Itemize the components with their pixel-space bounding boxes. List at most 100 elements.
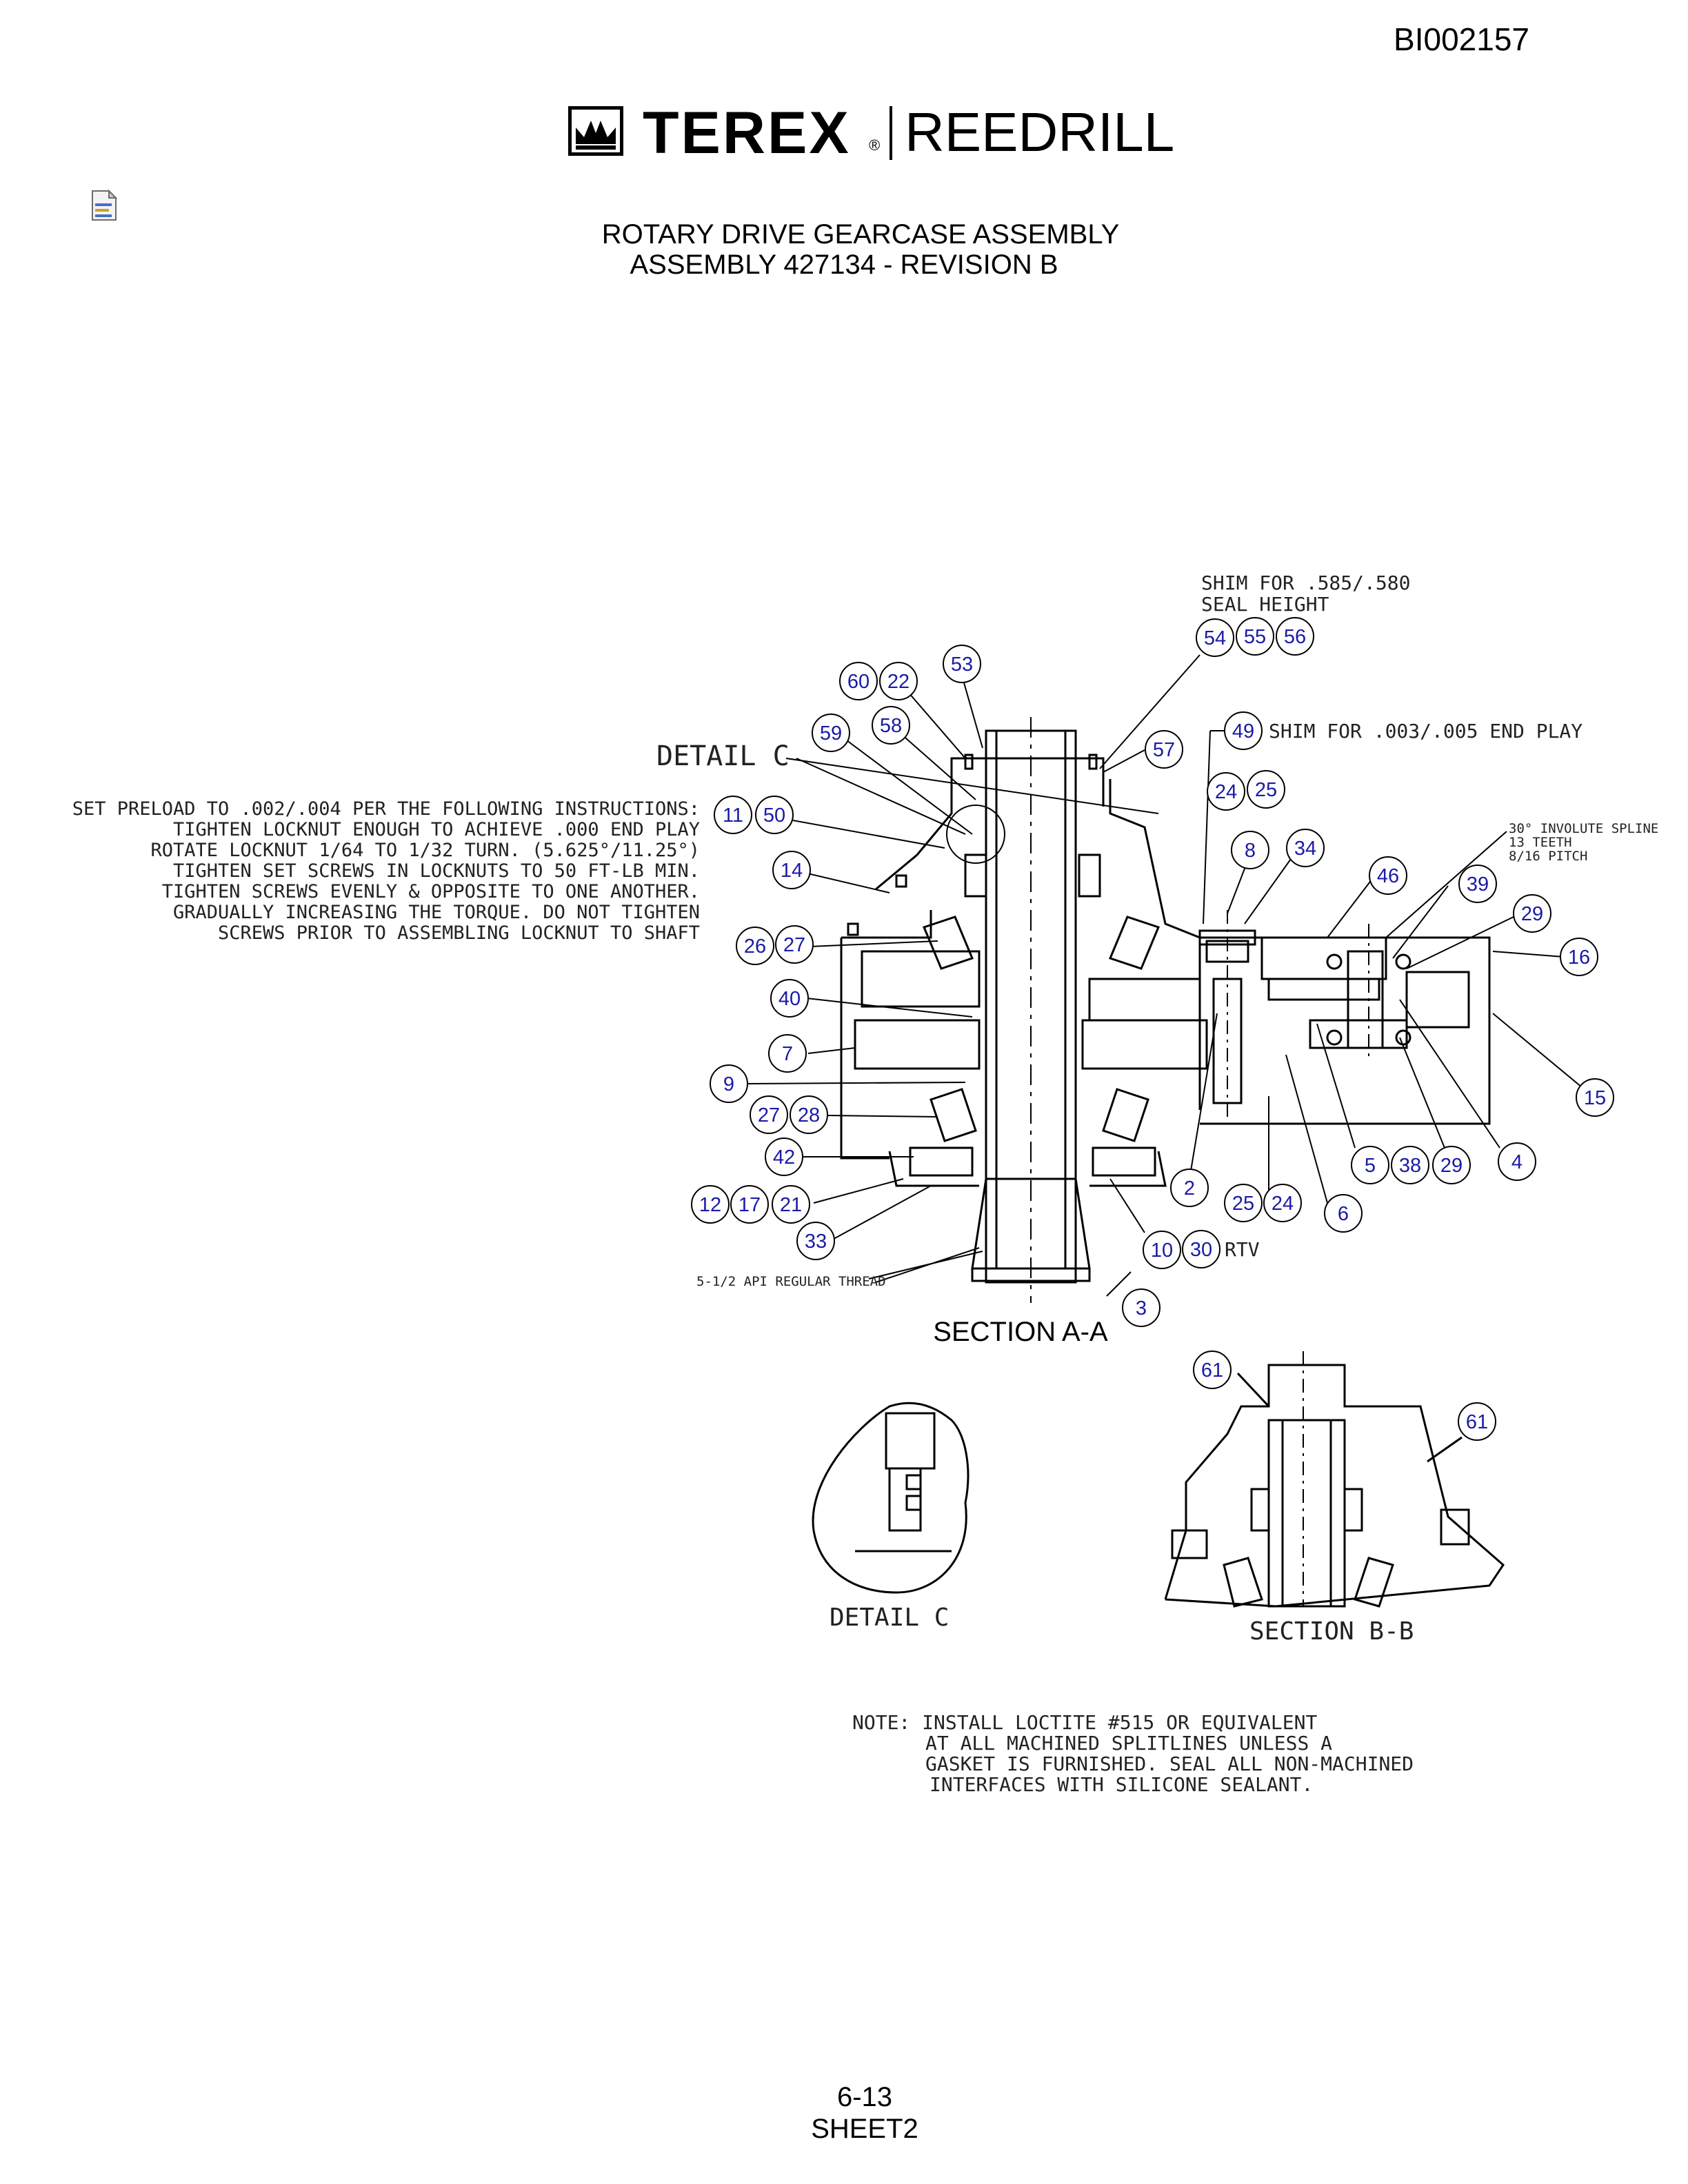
detail-c-view: [812, 1402, 969, 1594]
balloon-circle: [839, 662, 878, 700]
balloon-number: 53: [951, 654, 973, 676]
balloon-circle: [1247, 770, 1285, 809]
balloon-circle: [710, 1064, 748, 1103]
logo-divider: [890, 106, 892, 160]
balloon-number: 12: [699, 1194, 721, 1216]
balloon-circle: [750, 1095, 788, 1134]
preload-note-1: SET PRELOAD TO .002/.004 PER THE FOLLOWI…: [72, 798, 700, 820]
balloon-circle: [691, 1185, 730, 1224]
balloon-circle: [1196, 618, 1234, 657]
balloon-circle: [1224, 711, 1263, 750]
balloon-circle: [772, 1185, 810, 1224]
balloon-number: 38: [1399, 1155, 1421, 1177]
preload-note-3: ROTATE LOCKNUT 1/64 TO 1/32 TURN. (5.625…: [150, 840, 700, 861]
item-balloon: 25: [1247, 770, 1285, 809]
item-balloon: 9: [710, 1064, 748, 1103]
item-balloon: 53: [943, 645, 981, 683]
balloon-number: 21: [780, 1194, 802, 1216]
item-balloon: 30: [1182, 1230, 1220, 1268]
item-balloon: 15: [1576, 1078, 1614, 1117]
loctite-note-2: AT ALL MACHINED SPLITLINES UNLESS A: [925, 1732, 1332, 1755]
balloon-number: 40: [778, 988, 801, 1010]
balloon-circle: [765, 1138, 803, 1176]
drawing-title: ROTARY DRIVE GEARCASE ASSEMBLY: [601, 219, 1120, 250]
item-balloon: 58: [872, 706, 910, 745]
thread-note: 5-1/2 API REGULAR THREAD: [696, 1274, 886, 1289]
balloon-circle: [1458, 865, 1497, 903]
preload-note-7: SCREWS PRIOR TO ASSEMBLING LOCKNUT TO SH…: [218, 922, 700, 944]
balloon-circle: [1560, 938, 1598, 976]
preload-note-2: TIGHTEN LOCKNUT ENOUGH TO ACHIEVE .000 E…: [173, 819, 700, 840]
balloon-circle: [775, 925, 814, 964]
balloon-circle: [1458, 1402, 1496, 1441]
balloon-number: 17: [738, 1194, 761, 1216]
item-balloon: 8: [1231, 831, 1269, 869]
balloon-circle: [770, 979, 809, 1018]
shim-seal-note-2: SEAL HEIGHT: [1201, 593, 1329, 616]
balloon-number: 29: [1521, 903, 1543, 925]
detail-c-callout: DETAIL C: [656, 740, 790, 772]
document-icon[interactable]: [91, 189, 118, 221]
item-balloon: 33: [796, 1222, 835, 1260]
item-balloon: 56: [1276, 617, 1314, 656]
annotation-texts: SHIM FOR .585/.580 SEAL HEIGHT SHIM FOR …: [72, 572, 1659, 1796]
item-balloon: 55: [1236, 617, 1274, 656]
balloon-circle: [1122, 1288, 1160, 1327]
balloon-circle: [1193, 1351, 1232, 1389]
item-balloon: 4: [1498, 1142, 1536, 1181]
shim-end-play-note: SHIM FOR .003/.005 END PLAY: [1269, 720, 1582, 742]
balloon-circle: [1351, 1146, 1389, 1184]
balloon-number: 22: [887, 671, 910, 693]
terex-crown-logo: [568, 106, 623, 156]
balloon-number: 9: [723, 1073, 734, 1095]
balloon-number: 25: [1232, 1193, 1254, 1215]
item-balloon: 3: [1122, 1288, 1160, 1327]
item-balloon: 38: [1391, 1146, 1429, 1184]
balloon-circle: [1236, 617, 1274, 656]
page-number: 6-13: [836, 2082, 893, 2112]
balloon-number: 34: [1294, 838, 1316, 860]
balloon-number: 4: [1511, 1151, 1523, 1173]
balloon-circle: [812, 714, 850, 752]
balloon-number: 3: [1136, 1297, 1147, 1320]
item-balloon: 46: [1369, 856, 1407, 895]
balloon-number: 6: [1338, 1203, 1349, 1225]
balloon-circle: [768, 1034, 807, 1073]
item-balloon: 22: [879, 662, 918, 700]
brand-division: REEDRILL: [905, 101, 1175, 163]
item-balloon: 6: [1324, 1194, 1363, 1233]
rtv-note: RTV: [1225, 1238, 1260, 1261]
balloon-number: 58: [880, 715, 902, 737]
item-balloon: 12: [691, 1185, 730, 1224]
balloon-number: 27: [783, 934, 805, 956]
item-balloon: 16: [1560, 938, 1598, 976]
balloon-circle: [730, 1185, 769, 1224]
balloon-circle: [872, 706, 910, 745]
loctite-note-3: GASKET IS FURNISHED. SEAL ALL NON-MACHIN…: [925, 1752, 1414, 1775]
loctite-note-1: NOTE: INSTALL LOCTITE #515 OR EQUIVALENT: [852, 1711, 1317, 1734]
balloon-circle: [943, 645, 981, 683]
balloon-number: 5: [1365, 1155, 1376, 1177]
item-balloon: 27: [750, 1095, 788, 1134]
balloon-number: 60: [847, 671, 870, 693]
section-bb-label: SECTION B-B: [1249, 1617, 1414, 1646]
balloon-circle: [772, 851, 811, 889]
section-aa-label: SECTION A-A: [933, 1317, 1108, 1347]
balloon-circle: [1276, 617, 1314, 656]
balloon-number: 25: [1255, 779, 1277, 801]
item-balloon: 60: [839, 662, 878, 700]
item-balloon: 17: [730, 1185, 769, 1224]
document-id: BI002157: [1394, 21, 1529, 57]
balloon-circle: [1231, 831, 1269, 869]
drawing-subtitle: ASSEMBLY 427134 - REVISION B: [630, 250, 1058, 280]
item-balloon: 29: [1513, 894, 1551, 933]
balloon-number: 39: [1467, 873, 1489, 896]
preload-note-6: GRADUALLY INCREASING THE TORQUE. DO NOT …: [173, 902, 700, 923]
balloon-circle: [1576, 1078, 1614, 1117]
sheet-label: SHEET2: [811, 2114, 918, 2144]
balloon-number: 55: [1244, 626, 1266, 648]
balloon-number: 50: [763, 805, 785, 827]
balloon-circle: [790, 1095, 828, 1134]
item-balloon: 34: [1286, 829, 1325, 867]
balloon-circle: [1432, 1146, 1471, 1184]
